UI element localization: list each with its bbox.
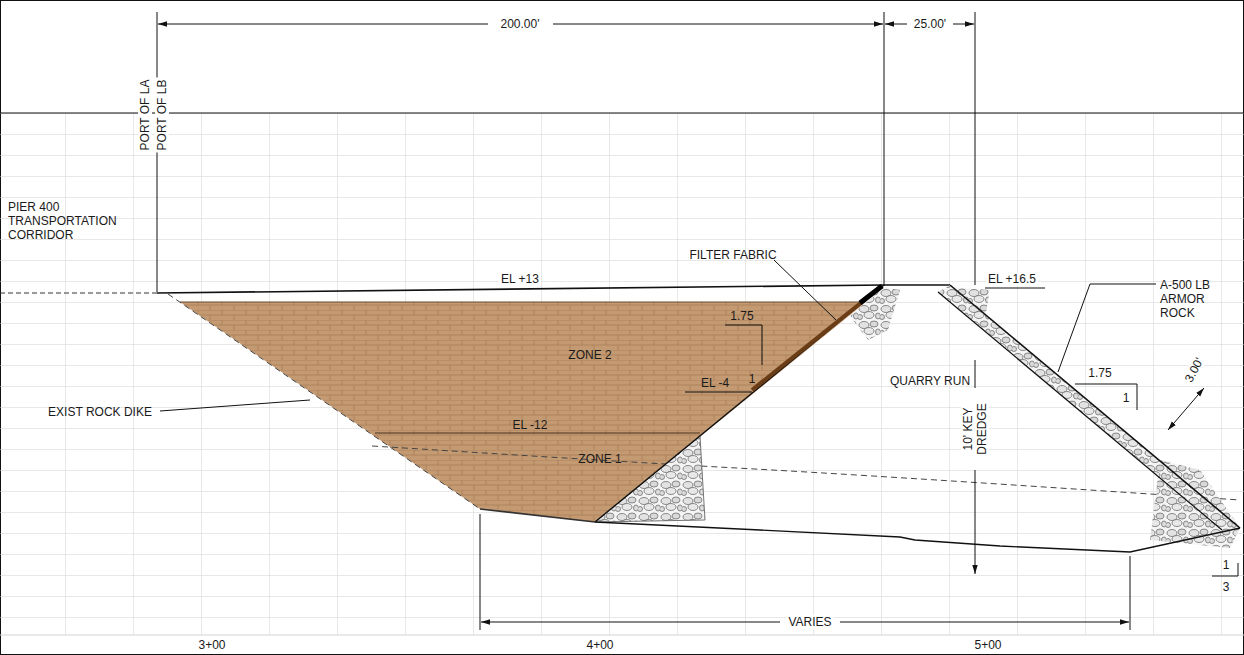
elevation-label: EL +16.5 [986,272,1038,286]
callout-label: EXIST ROCK DIKE [48,405,152,419]
elevation-label: EL +13 [499,272,541,286]
dimension-text: 10' KEY DREDGE [961,392,989,466]
callout-label: FILTER FABRIC [689,248,776,262]
slope-value: 1 [1123,391,1130,405]
slope-value: 1 [749,372,756,386]
zone-label: ZONE 1 [578,452,621,466]
slope-value: 3 [1223,580,1230,594]
callout-label: A-500 LB ARMOR ROCK [1160,278,1240,320]
station-label: 4+00 [586,638,613,652]
slope-value: 1.75 [730,309,753,323]
dimension-text: VARIES [786,615,833,629]
station-label: 5+00 [974,638,1001,652]
boundary-label: PORT OF LA [138,78,152,153]
elevation-label: EL -4 [699,376,731,390]
material-label: QUARRY RUN [890,374,970,388]
dimension-text: 25.00' [912,17,948,31]
slope-value: 1.75 [1088,366,1111,380]
area-label: PIER 400 TRANSPORTATION CORRIDOR [8,200,138,242]
elevation-label: EL -12 [511,418,550,432]
dimension-text: 200.00' [499,17,542,31]
slope-value: 1 [1223,558,1230,572]
boundary-label: PORT OF LB [155,78,169,153]
zone-label: ZONE 2 [568,348,611,362]
station-label: 3+00 [198,638,225,652]
